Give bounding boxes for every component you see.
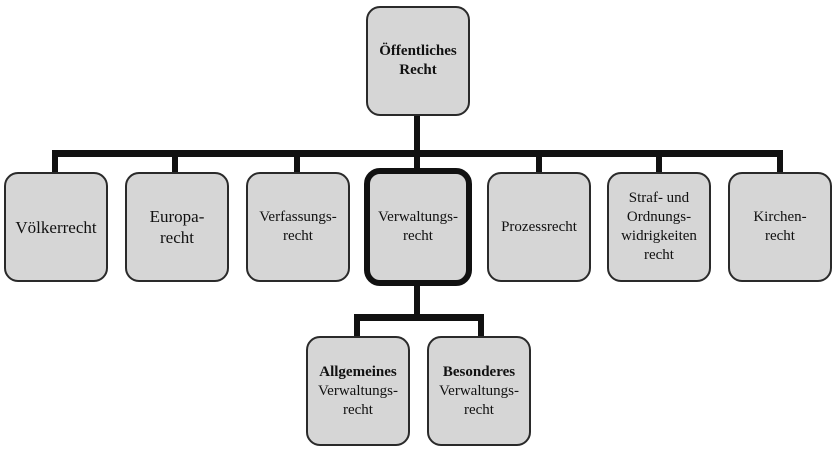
node-label-line: Kirchen- [753, 209, 807, 225]
connector-kirchenrecht [777, 150, 783, 172]
node-europarecht: Europa- recht [125, 172, 229, 282]
node-label-line: recht [283, 228, 313, 244]
node-besonderes-verwaltungsrecht: Besonderes Verwaltungs- recht [427, 336, 531, 446]
connector-prozessrecht [536, 150, 542, 172]
node-label-line: Besonderes [442, 363, 516, 380]
node-label-line: recht [765, 228, 795, 244]
node-label-line: Verwaltungs- [318, 382, 398, 399]
node-label-line: Verwaltungs- [378, 209, 458, 225]
connector-bottom-bar [354, 314, 484, 321]
node-oeffentliches-recht: Öffentliches Recht [366, 6, 470, 116]
connector-voelkerrecht [52, 150, 58, 172]
node-label-line: Ordnungs- [626, 209, 692, 225]
node-straf-ordnungswidrigkeitenrecht: Straf- und Ordnungs- widrigkeiten recht [607, 172, 711, 282]
node-verwaltungsrecht: Verwaltungs- recht [364, 168, 472, 286]
connector-verwaltungsrecht-down [414, 284, 420, 320]
node-label-line: Straf- und [628, 190, 690, 206]
node-allgemeines-verwaltungsrecht: Allgemeines Verwaltungs- recht [306, 336, 410, 446]
connector-verfassungsrecht [294, 150, 300, 172]
node-label-line: Allgemeines [319, 363, 397, 380]
connector-straf-ordnungswidrigkeitenrecht [656, 150, 662, 172]
connector-besonderes [478, 314, 484, 336]
node-label-line: Verfassungs- [259, 209, 337, 225]
node-verfassungsrecht: Verfassungs- recht [246, 172, 350, 282]
node-label-line: Recht [399, 62, 437, 78]
node-label-line: recht [160, 228, 194, 247]
node-voelkerrecht: Völkerrecht [4, 172, 108, 282]
node-kirchenrecht: Kirchen- recht [728, 172, 832, 282]
node-label-line: recht [343, 401, 373, 418]
node-label-line: recht [403, 228, 433, 244]
node-label-line: recht [464, 401, 494, 418]
node-label-line: widrigkeiten [621, 228, 697, 244]
node-label-line: Verwaltungs- [439, 382, 519, 399]
node-prozessrecht: Prozessrecht [487, 172, 591, 282]
connector-root-down [414, 116, 420, 156]
connector-europarecht [172, 150, 178, 172]
node-label-line: Völkerrecht [15, 217, 97, 237]
node-label-line: recht [644, 247, 674, 263]
connector-verwaltungsrecht [414, 150, 420, 172]
connector-allgemeines [354, 314, 360, 336]
node-label-line: Prozessrecht [501, 218, 577, 235]
node-label-line: Öffentliches [379, 43, 457, 59]
node-label-line: Europa- [149, 207, 205, 226]
